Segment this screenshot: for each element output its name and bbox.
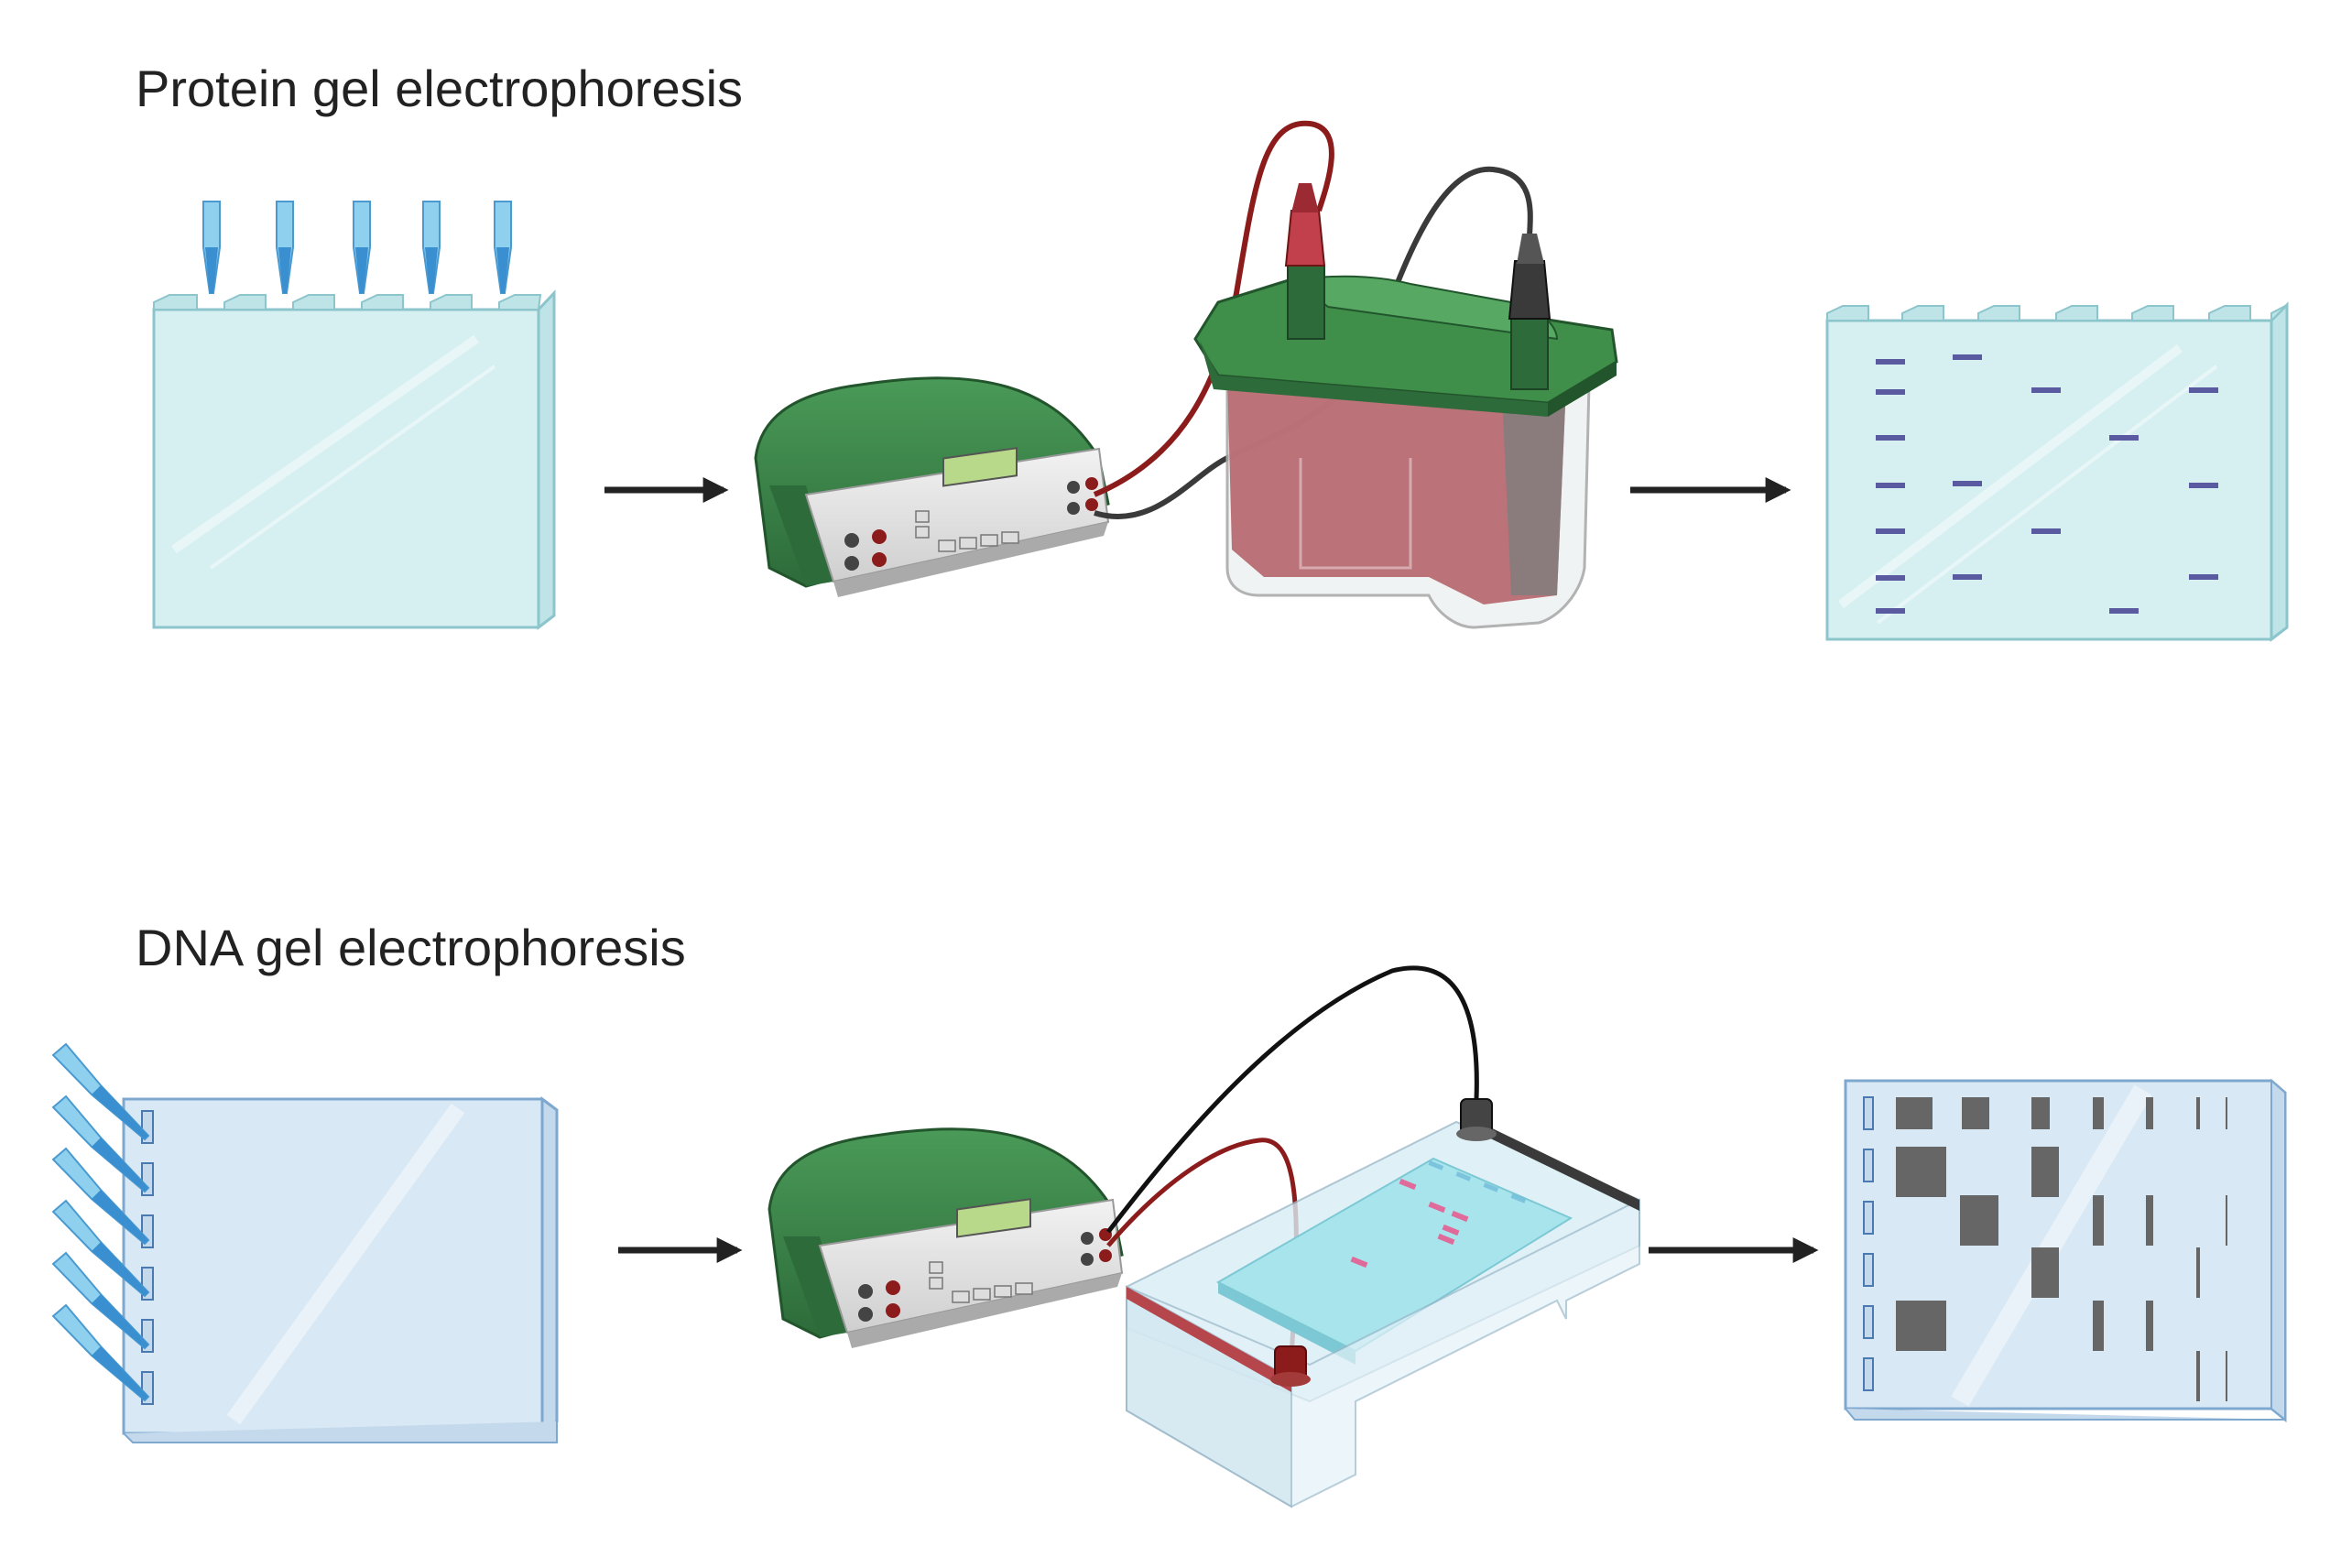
pipette-tip-icon: [51, 1094, 150, 1193]
pipette-tip-icon: [422, 201, 441, 294]
pipette-tip-icon: [494, 201, 512, 294]
pipette-tip-icon: [202, 201, 221, 294]
lead-black-dna: [1106, 965, 1479, 1234]
pipette-tip-icon: [276, 201, 294, 294]
pipette-tip-icon: [51, 1303, 150, 1402]
pipette-tip-icon: [51, 1199, 150, 1298]
power-supply-icon: [754, 376, 1110, 597]
pipette-tips-dna: [51, 1042, 150, 1402]
protein-gel-before: [152, 289, 556, 631]
vertical-gel-tank-icon: [1193, 183, 1618, 629]
pipette-tip-icon: [353, 201, 371, 294]
dna-loaded-bands: [1350, 1178, 1469, 1269]
protein-section-title: Protein gel electrophoresis: [136, 60, 744, 117]
pipette-tip-icon: [51, 1251, 150, 1350]
dna-gel-before: [51, 1042, 559, 1443]
power-supply-icon: [768, 1127, 1124, 1348]
protein-bands: [1876, 354, 2218, 614]
horizontal-gel-tank-icon: [1126, 1098, 1640, 1508]
protein-gel-after: [1825, 301, 2289, 643]
lead-red-protein: [1093, 120, 1334, 497]
dna-result-bands: [1896, 1097, 2227, 1401]
dna-gel-after: [1844, 1078, 2287, 1423]
pipette-tip-icon: [51, 1042, 150, 1141]
dna-section-title: DNA gel electrophoresis: [136, 919, 686, 976]
pipette-tip-icon: [51, 1147, 150, 1246]
pipette-tips-protein: [202, 201, 512, 294]
